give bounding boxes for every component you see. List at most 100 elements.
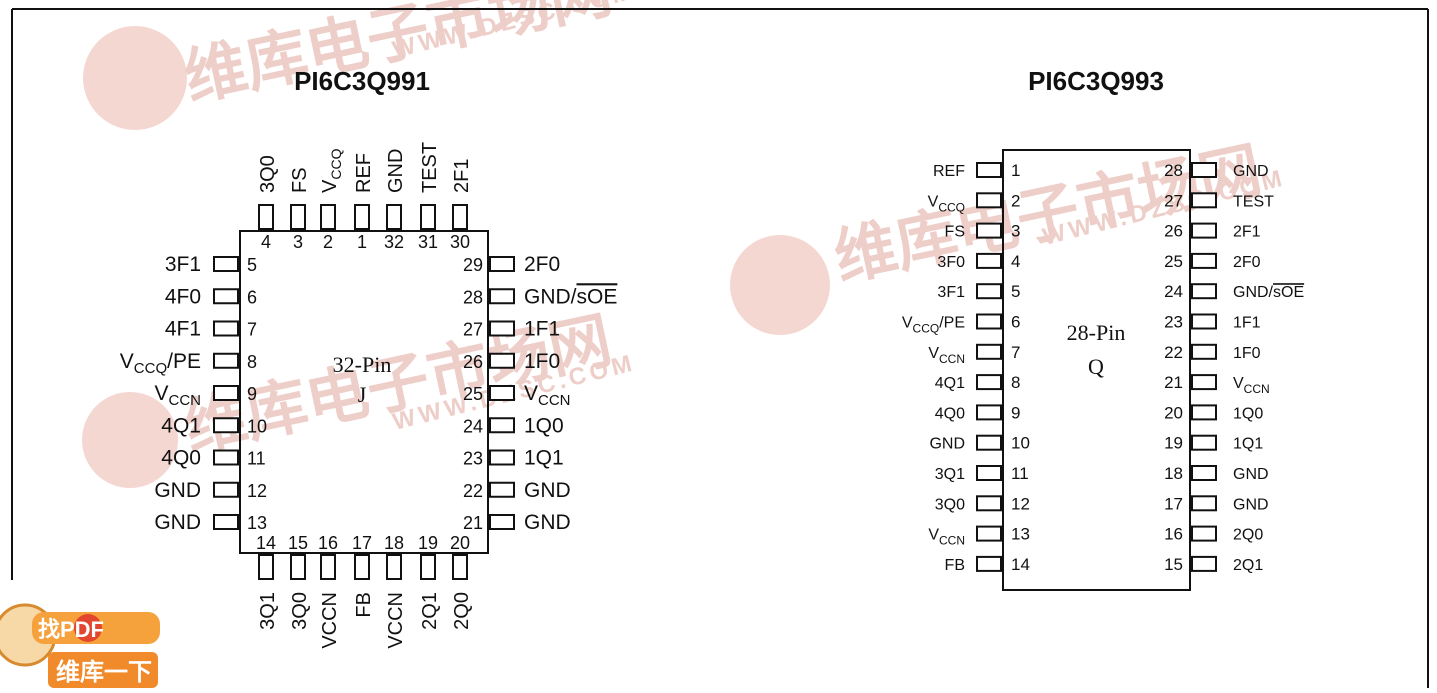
logo-text: 找PDF xyxy=(38,617,104,642)
pin-4-lead xyxy=(976,252,1002,269)
pin-1-label: REF xyxy=(353,153,375,193)
pin-4-label: 3Q0 xyxy=(257,155,279,193)
pin-15-label: 3Q0 xyxy=(289,592,311,630)
pin-12-lead xyxy=(976,495,1002,512)
pin-10-label: GND xyxy=(929,436,965,453)
pin-17-lead xyxy=(354,554,370,580)
pin-24-lead xyxy=(1191,283,1217,300)
pin-14-label: FB xyxy=(945,557,965,574)
logo-pdf-icon xyxy=(74,614,102,642)
pin-28-number: 28 xyxy=(1164,161,1183,180)
pin-21-lead xyxy=(489,514,515,530)
pin-28-lead xyxy=(489,288,515,305)
pin-1-lead xyxy=(354,204,370,230)
pin-17-label: GND xyxy=(1233,496,1269,513)
pin-18-lead xyxy=(386,554,402,580)
watermark-logo-circle xyxy=(83,26,187,130)
pin-19-label: 1Q1 xyxy=(1233,436,1263,453)
pin-27-number: 27 xyxy=(1164,191,1183,210)
pin-1-number: 1 xyxy=(357,232,367,252)
pin-6-label: VCCQ/PE xyxy=(902,315,965,336)
pin-25-number: 25 xyxy=(1164,252,1183,271)
logo-sub-text: 维库一下 xyxy=(56,658,152,686)
pin-16-lead xyxy=(1191,525,1217,542)
pin-3-label: FS xyxy=(945,224,965,241)
pin-13-lead xyxy=(976,525,1002,542)
pin-8-lead xyxy=(976,374,1002,391)
pin-1-lead xyxy=(976,162,1002,178)
pin-19-lead xyxy=(1191,434,1217,451)
pin-3-lead xyxy=(976,222,1002,239)
pin-24-label: GND/sOE xyxy=(1233,284,1304,301)
pin-18-number: 18 xyxy=(384,533,404,553)
right-chip-title: PI6C3Q993 xyxy=(1028,66,1164,96)
left-package-code: J xyxy=(358,382,367,407)
logo-sub-banner xyxy=(48,652,158,688)
pin-16-number: 16 xyxy=(1164,525,1183,544)
left-chip-title: PI6C3Q991 xyxy=(294,66,430,96)
pin-14-lead xyxy=(976,555,1002,572)
pin-9-number: 9 xyxy=(247,384,257,404)
pin-11-lead xyxy=(976,465,1002,481)
pin-9-lead xyxy=(976,404,1002,421)
pin-1-number: 1 xyxy=(1011,161,1020,180)
pin-22-label: 1F0 xyxy=(1233,345,1261,362)
pin-30-number: 30 xyxy=(450,232,470,252)
pin-14-number: 14 xyxy=(1011,555,1030,574)
pin-21-number: 21 xyxy=(1164,373,1183,392)
pin-14-number: 14 xyxy=(256,533,276,553)
pin-26-label: 1F0 xyxy=(524,350,560,373)
pin-4-number: 4 xyxy=(1011,252,1020,271)
pin-21-lead xyxy=(1191,374,1217,391)
pin-20-number: 20 xyxy=(450,533,470,553)
pin-24-label: 1Q0 xyxy=(524,414,564,437)
pin-2-label: VCCQ xyxy=(319,148,344,193)
pin-17-number: 17 xyxy=(1164,494,1183,513)
pin-10-number: 10 xyxy=(247,416,267,436)
pdf-logo-badge: 找PDF 维库一下 xyxy=(0,603,160,688)
pin-6-lead xyxy=(213,288,239,305)
pin-27-label: 1F1 xyxy=(524,318,560,341)
pin-31-number: 31 xyxy=(418,232,438,252)
pin-20-label: 2Q0 xyxy=(451,592,473,630)
pin-4-label: 3F0 xyxy=(937,254,965,271)
watermark-logo-circle xyxy=(730,235,830,335)
pin-7-label: 4F1 xyxy=(165,318,201,341)
pin-26-lead xyxy=(489,352,515,369)
pin-22-lead xyxy=(489,481,515,498)
pin-25-lead xyxy=(1191,252,1217,269)
pin-28-number: 28 xyxy=(463,287,483,307)
pin-16-label: 2Q0 xyxy=(1233,527,1263,544)
pin-20-lead xyxy=(1191,404,1217,421)
pin-5-lead xyxy=(976,283,1002,300)
pin-9-label: 4Q0 xyxy=(935,405,965,422)
pin-5-lead xyxy=(213,256,239,272)
pin-22-label: GND xyxy=(524,479,571,502)
right-package-type: 28-Pin xyxy=(1067,320,1126,345)
pin-3-number: 3 xyxy=(293,232,303,252)
pin-2-number: 2 xyxy=(1011,191,1020,210)
pin-10-number: 10 xyxy=(1011,434,1030,453)
pin-30-label: 2F1 xyxy=(451,159,473,193)
pin-10-lead xyxy=(213,417,239,434)
pin-2-number: 2 xyxy=(323,232,333,252)
pin-6-number: 6 xyxy=(247,287,257,307)
pin-26-label: 2F1 xyxy=(1233,224,1261,241)
pin-16-label: VCCN xyxy=(319,592,341,649)
pin-20-lead xyxy=(452,554,468,580)
pin-6-number: 6 xyxy=(1011,313,1020,332)
pin-20-number: 20 xyxy=(1164,403,1183,422)
pin-18-lead xyxy=(1191,465,1217,481)
pin-24-number: 24 xyxy=(1164,282,1183,301)
pin-21-label: VCCN xyxy=(1233,375,1270,396)
pin-31-label: TEST xyxy=(419,142,441,193)
pin-23-label: 1F1 xyxy=(1233,315,1261,332)
pin-26-lead xyxy=(1191,222,1217,239)
pin-8-number: 8 xyxy=(1011,373,1020,392)
pin-14-label: 3Q1 xyxy=(257,592,279,630)
pin-10-lead xyxy=(976,434,1002,451)
pin-32-number: 32 xyxy=(384,232,404,252)
pin-20-label: 1Q0 xyxy=(1233,405,1263,422)
pin-28-label: GND xyxy=(1233,163,1269,180)
pin-2-lead xyxy=(976,192,1002,209)
